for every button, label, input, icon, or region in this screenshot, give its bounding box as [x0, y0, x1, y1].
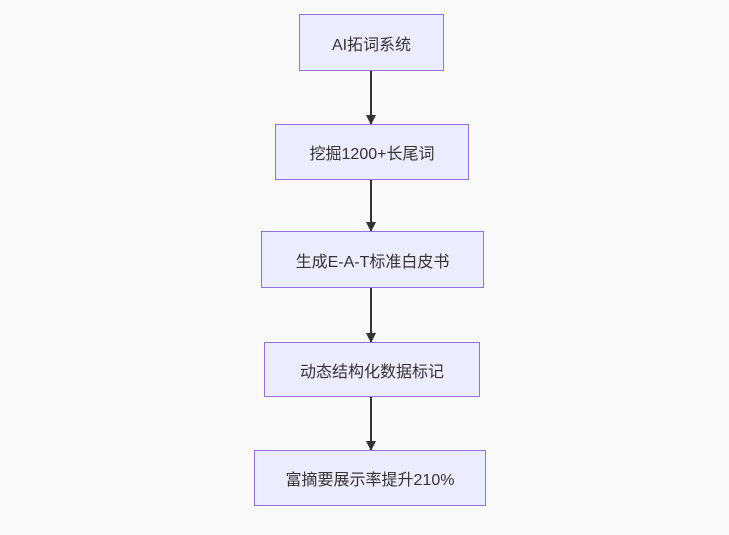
flowchart-node-ai-keyword-system: AI拓词系统 — [299, 14, 444, 71]
flow-arrow-3 — [366, 288, 376, 343]
flowchart-node-eat-whitepaper: 生成E-A-T标准白皮书 — [261, 231, 484, 288]
node-label: 动态结构化数据标记 — [299, 363, 444, 381]
node-label: 挖掘1200+长尾词 — [309, 146, 435, 163]
node-label: 富摘要展示率提升210% — [285, 472, 455, 489]
node-label: AI拓词系统 — [331, 36, 412, 54]
flow-arrow-4 — [366, 397, 376, 451]
flowchart-node-longtail-mining: 挖掘1200+长尾词 — [275, 124, 469, 180]
flow-arrow-1 — [366, 71, 376, 125]
flowchart-node-structured-data-markup: 动态结构化数据标记 — [264, 342, 480, 397]
flow-arrow-2 — [366, 180, 376, 232]
flowchart-node-rich-snippet-result: 富摘要展示率提升210% — [254, 450, 486, 506]
node-label: 生成E-A-T标准白皮书 — [295, 253, 450, 271]
